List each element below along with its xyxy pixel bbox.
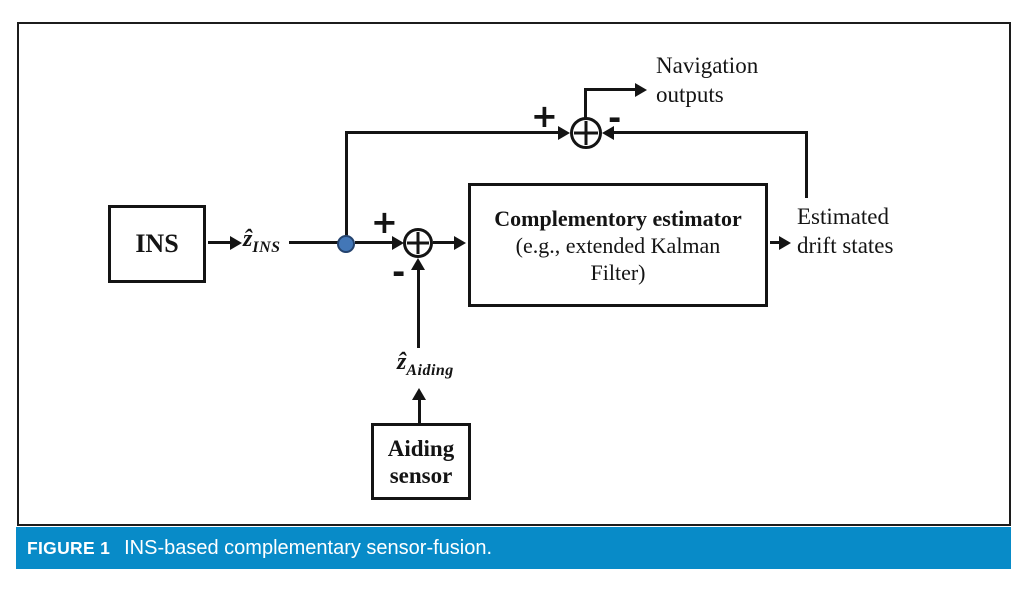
estimator-block: Complementory estimator (e.g., extended … [468, 183, 768, 307]
nav-output-horizontal-line [584, 88, 636, 91]
nav-output-vertical-line [584, 89, 587, 118]
z-ins-to-dot-line [289, 241, 339, 244]
nav-output-arrowhead-icon [635, 83, 647, 97]
mid-sum-cross-vertical [416, 232, 420, 254]
z-ins-base: ẑ [243, 226, 253, 252]
feedback-horizontal-line [613, 131, 808, 134]
top-sum-plus-sign: + [531, 97, 558, 135]
junction-dot [337, 235, 355, 253]
mid-summing-junction [403, 228, 433, 258]
figure-caption-text: INS-based complementary sensor-fusion. [124, 536, 493, 559]
aiding-to-sum-line [417, 267, 420, 348]
estimated-drift-line1: Estimated [797, 204, 889, 229]
aiding-block-line2: sensor [389, 462, 453, 488]
sum-to-estimator-arrowhead-icon [454, 236, 466, 250]
figure-caption-number: FIGURE 1 [27, 537, 111, 558]
estimator-output-arrowhead-icon [779, 236, 791, 250]
feedback-vertical-line [805, 131, 808, 198]
z-aiding-subscript: Aiding [406, 361, 454, 379]
ins-block: INS [108, 205, 206, 283]
estimated-drift-line2: drift states [797, 233, 894, 258]
branch-top-line [345, 131, 559, 134]
feedback-arrowhead-icon [602, 126, 614, 140]
estimator-title: Complementory estimator [494, 205, 742, 231]
aiding-to-sum-arrowhead-icon [411, 258, 425, 270]
top-sum-cross-vertical [584, 121, 588, 145]
branch-up-line [345, 132, 348, 237]
aiding-sensor-block: Aiding sensor [371, 423, 471, 500]
ins-output-line [208, 241, 232, 244]
estimator-output-line [770, 241, 781, 244]
sum-to-estimator-line [433, 241, 456, 244]
navigation-outputs-line1: Navigation [656, 53, 759, 78]
mid-sum-minus-sign: - [392, 253, 406, 291]
aiding-output-arrowhead-icon [412, 388, 426, 400]
figure-caption-bar: FIGURE 1 INS-based complementary sensor-… [16, 527, 1011, 569]
branch-top-arrowhead-icon [558, 126, 570, 140]
z-ins-subscript: INS [252, 238, 281, 256]
aiding-block-line1: Aiding [387, 435, 455, 461]
dot-to-sum-arrowhead-icon [392, 236, 404, 250]
estimator-subtitle-line2: Filter) [590, 259, 646, 285]
mid-sum-plus-sign: + [371, 203, 398, 241]
top-summing-junction [570, 117, 602, 149]
dot-to-sum-line [355, 241, 393, 244]
z-ins-signal-label: ẑINS [243, 226, 281, 257]
ins-output-arrowhead-icon [230, 236, 242, 250]
estimated-drift-label: Estimated drift states [797, 202, 893, 260]
z-aiding-base: ẑ [397, 349, 407, 375]
aiding-output-line [418, 399, 421, 423]
navigation-outputs-label: Navigation outputs [656, 51, 758, 109]
top-sum-minus-sign: - [608, 99, 622, 137]
z-aiding-signal-label: ẑAiding [397, 349, 454, 380]
navigation-outputs-line2: outputs [656, 82, 724, 107]
ins-block-label: INS [135, 229, 179, 258]
estimator-subtitle-line1: (e.g., extended Kalman [515, 232, 721, 258]
